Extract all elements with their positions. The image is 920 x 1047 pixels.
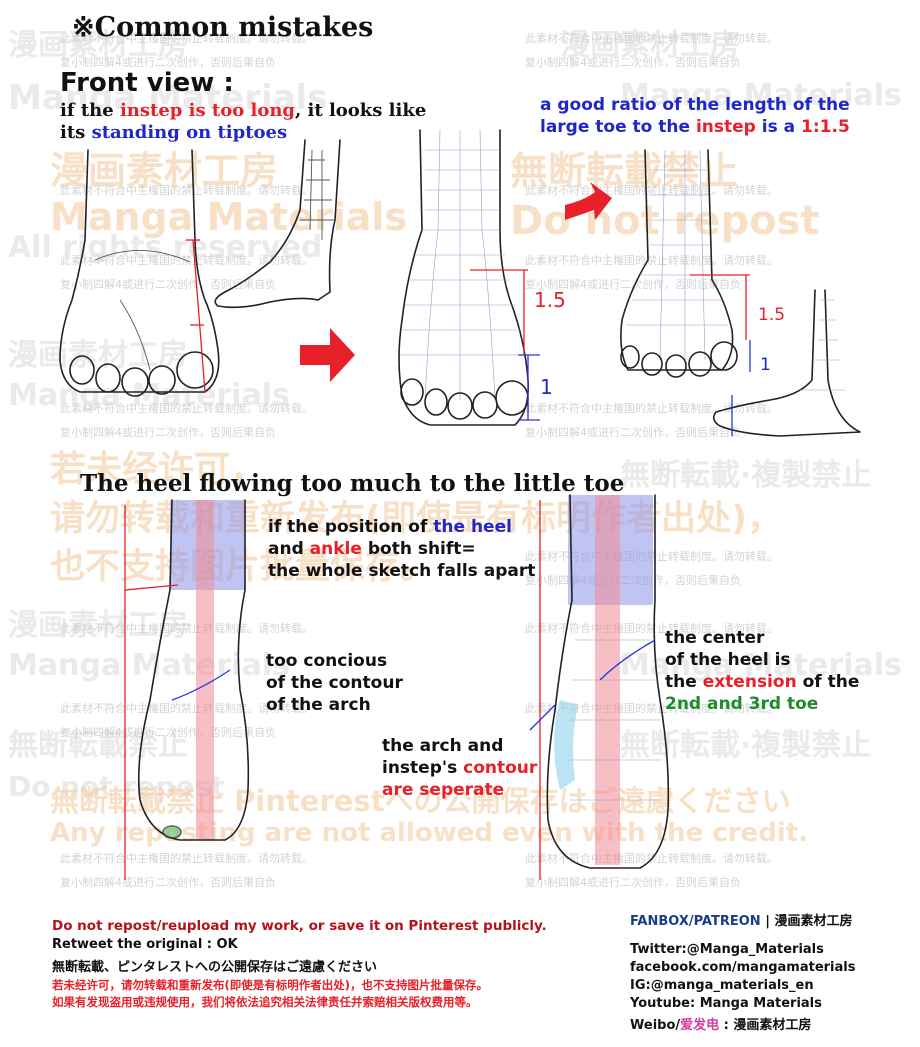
text-fragment: , it looks like: [295, 100, 427, 121]
highlight-instep: instep: [695, 117, 756, 137]
footer: Do not repost/reupload my work, or save …: [0, 905, 920, 1047]
text-fragment: | 漫画素材工房: [760, 914, 853, 929]
heel-section-heading: The heel flowing too much to the little …: [80, 470, 625, 497]
foot-drawing-side-view: [712, 289, 861, 437]
weibo-link[interactable]: Weibo/: [630, 1018, 681, 1033]
jp-warning: 無断転載、ピンタレストへの公開保存はご遠慮ください: [52, 960, 378, 975]
ratio-note-line2: large toe to the instep is a 1:1.5: [540, 116, 850, 138]
front-view-caption-line1: if the instep is too long, it looks like: [60, 100, 426, 122]
center-note: the center of the heel is the extension …: [665, 627, 859, 715]
foot-drawing-heel-wrong: [124, 499, 250, 880]
arrow-icon: [300, 328, 355, 382]
highlight-instep-too-long: instep is too long: [119, 100, 295, 121]
foot-drawing-heel-correct: [529, 494, 670, 880]
fanbox-line: FANBOX/PATREON | 漫画素材工房: [630, 910, 853, 929]
measure-label: 1: [760, 355, 771, 375]
arch-note-line1: too concious: [266, 651, 388, 671]
measure-label: 1.5: [534, 288, 566, 312]
text-fragment: its: [60, 122, 92, 143]
foot-drawing-side-tiptoe: [214, 139, 341, 309]
foot-drawing-front-good-ratio: [398, 129, 540, 426]
separate-note: the arch and instep's contour are sepera…: [382, 735, 537, 801]
foot-drawing-front-ratio-small: [620, 149, 751, 378]
arch-note-line2: of the contour: [266, 673, 403, 693]
front-view-caption-line2: its standing on tiptoes: [60, 122, 287, 144]
shift-note-line2: and ankle both shift=: [268, 538, 535, 560]
center-note-line3: the extension of the: [665, 671, 859, 693]
text-fragment: if the position of: [268, 517, 434, 537]
cn-warning-1: 若未经许可，请勿转载和重新发布(即使是有标明作者出处)，也不支持图片批量保存。: [52, 978, 489, 992]
text-fragment: both shift=: [361, 539, 476, 559]
twitter-link[interactable]: Twitter:@Manga_Materials: [630, 942, 824, 957]
arch-note: too concious of the contour of the arch: [266, 650, 403, 716]
measure-label: 1.5: [758, 305, 786, 325]
shift-note-line1: if the position of the heel: [268, 516, 535, 538]
retweet-note: Retweet the original : OK: [52, 937, 238, 952]
text-fragment: instep's: [382, 758, 464, 778]
youtube-link[interactable]: Youtube: Manga Materials: [630, 996, 822, 1011]
highlight-extension: extension: [702, 672, 797, 692]
separate-note-line2: instep's contour: [382, 757, 537, 779]
highlight-contour: contour: [463, 758, 538, 778]
fanbox-link[interactable]: FANBOX/PATREON: [630, 914, 761, 929]
text-fragment: : 漫画素材工房: [719, 1018, 812, 1033]
separate-note-line1: the arch and: [382, 736, 504, 756]
shift-note-line3: the whole sketch falls apart: [268, 561, 536, 581]
shift-note: if the position of the heel and ankle bo…: [268, 516, 535, 582]
separate-note-line3: are seperate: [382, 780, 505, 800]
text-fragment: large toe to the: [540, 117, 696, 137]
ratio-note-line1: a good ratio of the length of the: [540, 95, 850, 115]
center-note-line4: 2nd and 3rd toe: [665, 694, 819, 714]
highlight-ratio: 1:1.5: [801, 117, 850, 137]
center-note-line1: the center: [665, 628, 765, 648]
cn-warning-2: 如果有发现盗用或违规使用，我们将依法追究相关法律责任并索赔相关版权费用等。: [52, 995, 478, 1009]
foot-drawing-front-long-instep: [59, 149, 220, 397]
instagram-link[interactable]: IG:@manga_materials_en: [630, 978, 814, 993]
arch-note-line3: of the arch: [266, 695, 371, 715]
weibo-line: Weibo/爱发电 : 漫画素材工房: [630, 1014, 811, 1033]
afdian-link[interactable]: 爱发电: [680, 1018, 720, 1033]
text-fragment: and: [268, 539, 310, 559]
text-fragment: of the: [796, 672, 860, 692]
text-fragment: if the: [60, 100, 120, 121]
front-view-heading: Front view :: [60, 68, 234, 98]
arrow-icon: [565, 182, 612, 220]
text-fragment: the: [665, 672, 703, 692]
highlight-heel: the heel: [433, 517, 512, 537]
highlight-tiptoes: standing on tiptoes: [91, 122, 288, 143]
facebook-link[interactable]: facebook.com/mangamaterials: [630, 960, 856, 975]
page-title: ※Common mistakes: [72, 12, 374, 43]
foot-illustrations: [59, 129, 861, 880]
repost-warning: Do not repost/reupload my work, or save …: [52, 918, 547, 934]
measure-label: 1: [540, 375, 553, 399]
highlight-ankle: ankle: [309, 539, 362, 559]
text-fragment: is a: [755, 117, 802, 137]
center-note-line2: of the heel is: [665, 650, 791, 670]
